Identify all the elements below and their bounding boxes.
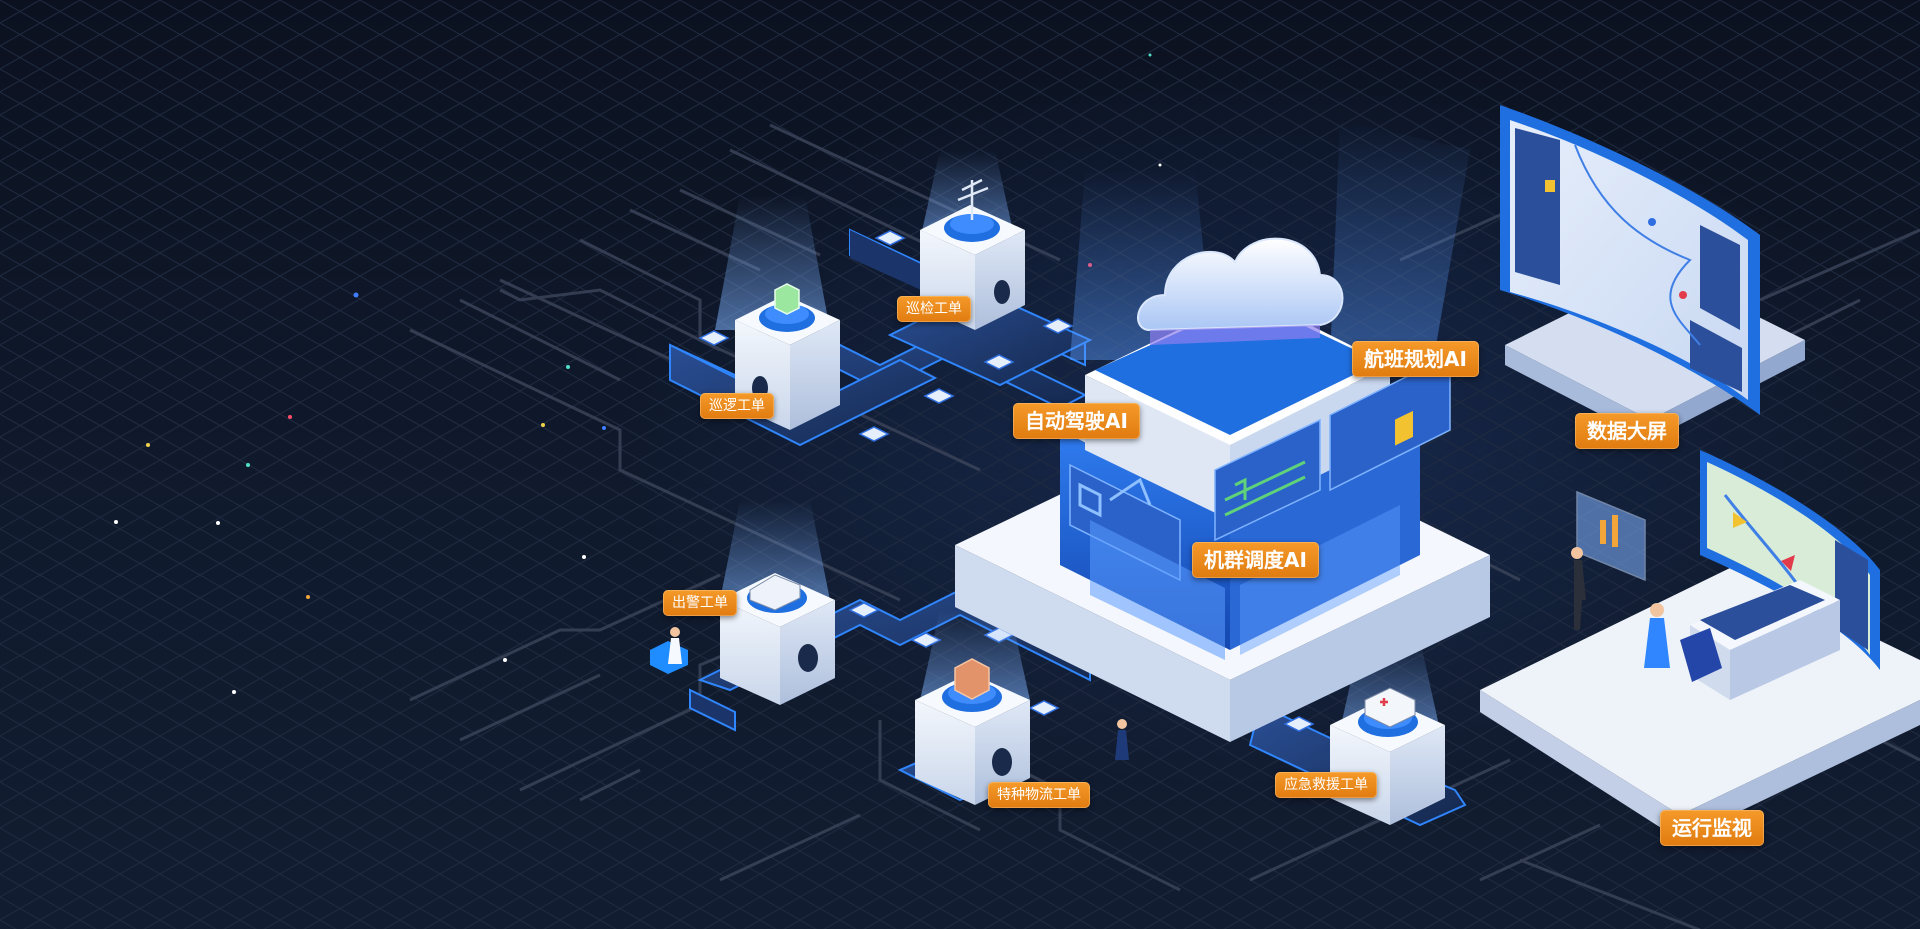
inspection-station: [920, 150, 1025, 330]
patrol-ticket-label: 巡逻工单: [700, 393, 774, 419]
particles: [114, 53, 1162, 694]
data-screen-label: 数据大屏: [1575, 413, 1679, 449]
data-screen-display: [1500, 105, 1805, 440]
operation-monitor-label: 运行监视: [1660, 810, 1764, 846]
logistics-station: [915, 610, 1030, 805]
alarm-station: [650, 500, 835, 705]
autopilot-ai-label: 自动驾驶AI: [1013, 403, 1140, 439]
fleet-dispatch-ai-label: 机群调度AI: [1192, 542, 1319, 578]
flight-planning-ai-label: 航班规划AI: [1352, 341, 1479, 377]
central-hub: [955, 120, 1490, 742]
logistics-ticket-label: 特种物流工单: [988, 782, 1090, 808]
rescue-station: [1330, 640, 1445, 825]
operation-monitor-platform: [668, 450, 1920, 840]
alarm-ticket-label: 出警工单: [663, 590, 737, 616]
inspection-ticket-label: 巡检工单: [897, 296, 971, 322]
rescue-ticket-label: 应急救援工单: [1275, 772, 1377, 798]
